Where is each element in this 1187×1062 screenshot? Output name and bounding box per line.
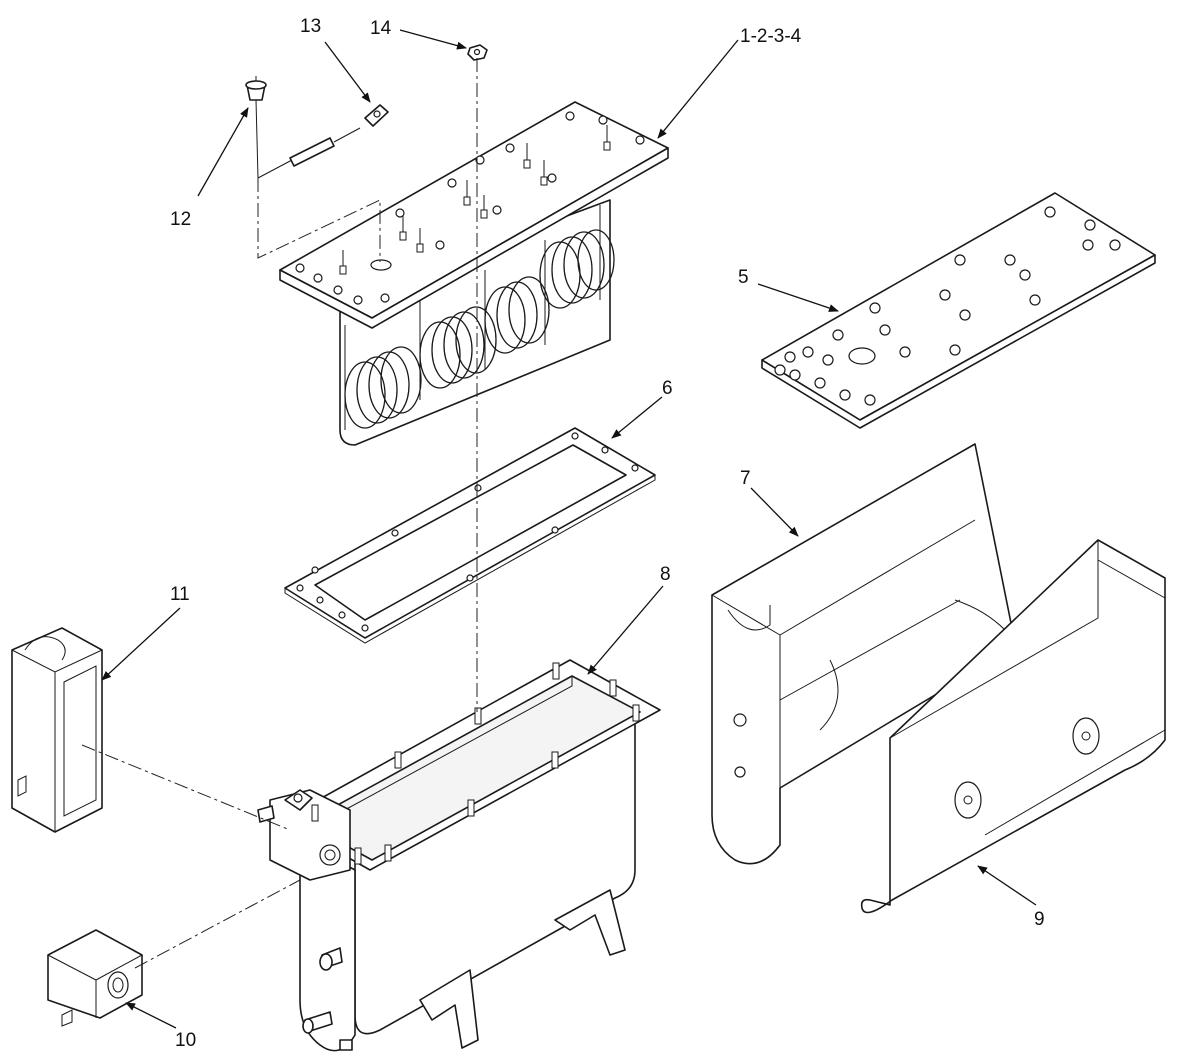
callout-13: 13 [300,16,321,37]
end-cover-lower [47,929,143,1027]
callout-11: 11 [170,584,190,605]
nut [467,44,488,61]
heater-element-assembly [279,101,669,446]
cover-plate [761,192,1156,429]
callout-6: 6 [662,378,673,399]
callout-14: 14 [370,18,392,39]
callout-12: 12 [170,209,191,230]
temperature-sensor-probe [245,76,361,179]
callout-7: 7 [740,468,751,489]
callout-labels: 1-2-3-4 13 14 12 5 6 7 8 11 9 10 [170,16,1045,1051]
heater-mounting-plate [279,101,669,329]
assembly-centerlines [81,58,478,969]
callout-9: 9 [1034,909,1045,930]
end-cover-upper [11,627,103,833]
tank-body [257,659,661,1052]
gasket [284,427,656,644]
callout-10: 10 [175,1030,196,1051]
callout-leaders [101,29,1037,1029]
sensor-clip [364,104,389,127]
callout-5: 5 [738,267,749,288]
callout-8: 8 [660,564,671,585]
callout-1-2-3-4: 1-2-3-4 [740,26,802,47]
front-shroud [860,539,1166,914]
heating-coils [339,199,615,446]
